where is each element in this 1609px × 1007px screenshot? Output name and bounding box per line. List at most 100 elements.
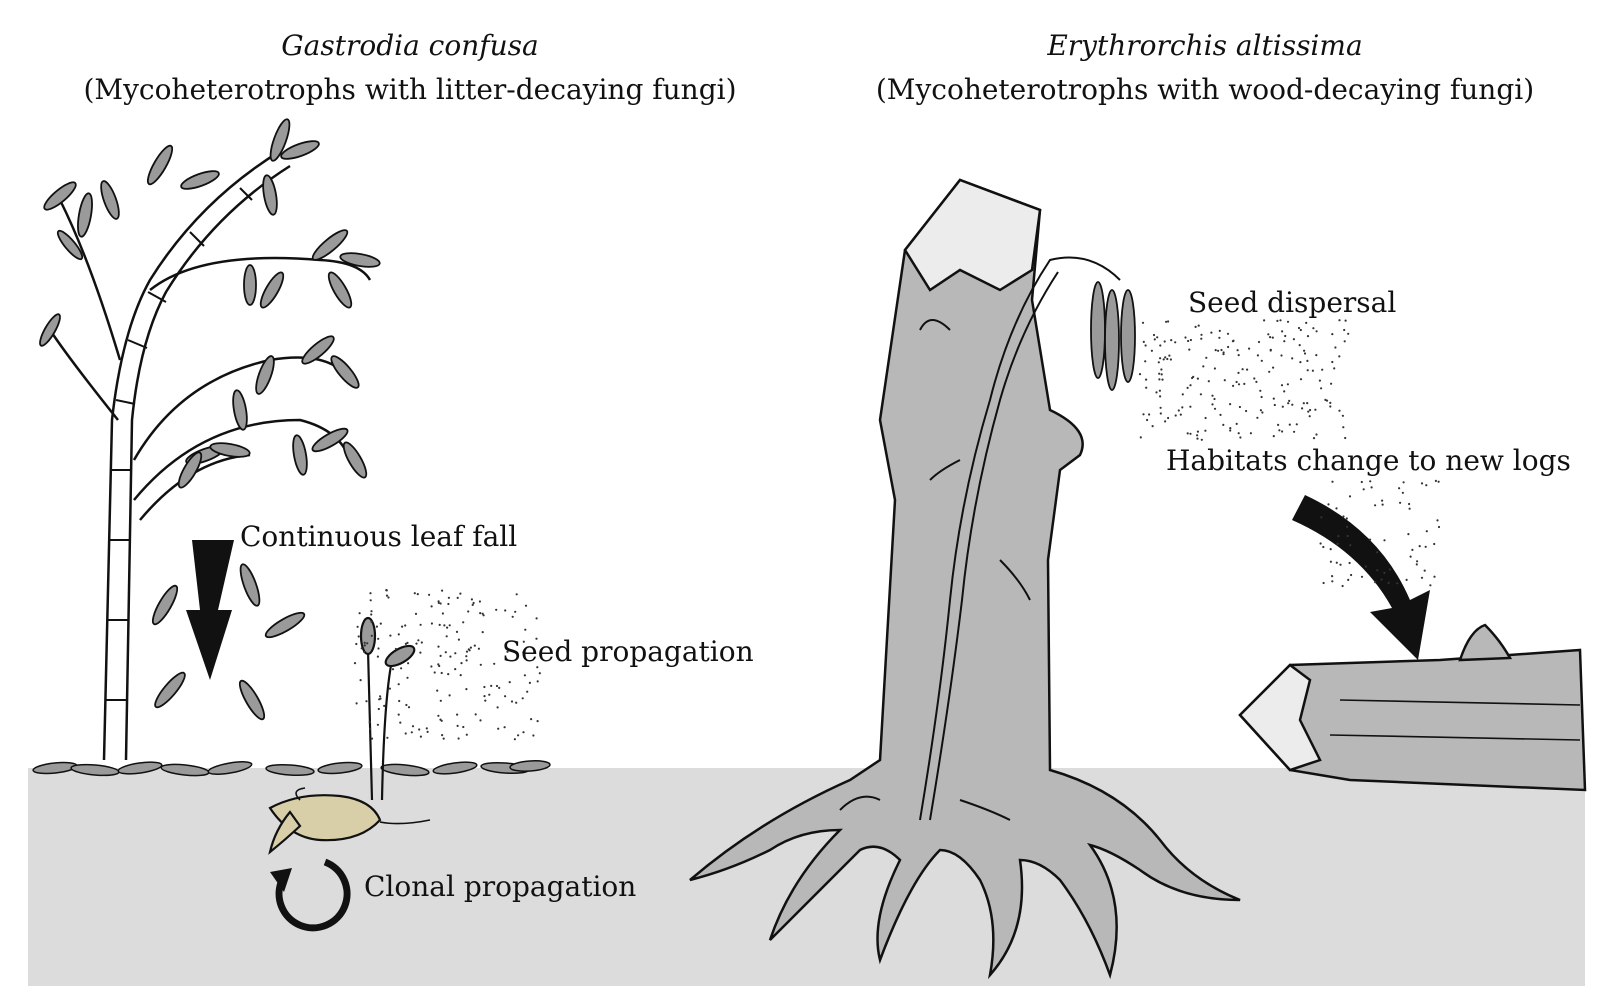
seed-dot xyxy=(1433,575,1436,578)
seed-dot xyxy=(517,734,520,737)
seed-dot xyxy=(1167,320,1170,323)
seed-dot xyxy=(404,642,407,646)
seed-dot xyxy=(1189,432,1192,435)
seed-dot xyxy=(370,634,373,637)
seed-dot xyxy=(535,617,538,620)
seed-dot xyxy=(428,593,431,596)
seed-dot xyxy=(415,642,418,645)
seed-dot xyxy=(445,635,448,638)
seed-dot xyxy=(404,732,407,735)
seed-dot xyxy=(1227,345,1230,349)
seed-dot xyxy=(1281,430,1284,433)
seed-dot xyxy=(379,695,382,698)
seed-dot xyxy=(438,623,441,627)
label-seed-dispersal: Seed dispersal xyxy=(1188,286,1397,319)
seed-dot xyxy=(457,737,460,740)
seed-dot xyxy=(459,674,462,677)
seed-dot xyxy=(1248,347,1251,350)
seed-dot xyxy=(1335,561,1338,564)
seed-dot xyxy=(1159,412,1162,415)
seed-dot xyxy=(1281,405,1284,408)
seed-dot xyxy=(418,728,421,731)
seed-dot xyxy=(1187,339,1190,343)
seed-dot xyxy=(514,610,517,613)
seed-dot xyxy=(1256,416,1259,419)
seed-dot xyxy=(1249,432,1252,435)
seed-dot xyxy=(417,639,420,642)
seed-dot xyxy=(1159,357,1162,360)
seed-dot xyxy=(536,680,539,683)
seed-dot xyxy=(506,650,509,653)
seed-dot xyxy=(1152,333,1156,337)
seed-dot xyxy=(1142,413,1145,416)
seed-dot xyxy=(1336,542,1339,546)
seed-dot xyxy=(456,724,459,728)
seed-dot xyxy=(1150,349,1153,352)
seed-dot xyxy=(1245,409,1248,413)
seed-dot xyxy=(1315,354,1318,357)
seed-dot xyxy=(437,645,440,648)
seed-dot xyxy=(1297,326,1301,330)
seed-dot xyxy=(1322,581,1325,585)
seed-dot xyxy=(1189,405,1192,408)
seed-dot xyxy=(1436,519,1439,522)
seed-dot xyxy=(1177,409,1180,412)
seed-dot xyxy=(430,605,433,608)
seed-dot xyxy=(1420,576,1424,579)
seed-dot xyxy=(1160,368,1163,371)
seed-dot xyxy=(416,593,419,596)
seed-dot xyxy=(419,651,422,654)
seed-dot xyxy=(1301,407,1304,410)
seed-dot xyxy=(1433,542,1436,546)
seed-dot xyxy=(1235,380,1238,384)
seed-dot xyxy=(1196,430,1199,433)
seed-dot xyxy=(1141,321,1145,324)
seed-dot xyxy=(1159,344,1162,347)
seed-dot xyxy=(515,701,518,704)
seed-dot xyxy=(375,625,378,628)
seed-dot xyxy=(355,642,358,646)
seed-dot xyxy=(1434,479,1437,482)
seed-dot xyxy=(511,615,514,618)
seed-dot xyxy=(1398,487,1401,490)
seed-dot xyxy=(1286,383,1289,386)
seed-dot xyxy=(522,731,525,734)
seed-dot xyxy=(1298,344,1301,347)
seed-dot xyxy=(508,681,511,684)
seed-dot xyxy=(1260,359,1263,362)
seed-dot xyxy=(1314,408,1317,411)
seed-dot xyxy=(420,641,423,644)
seed-dot xyxy=(355,702,358,705)
seed-dot xyxy=(1303,352,1307,355)
seed-dot xyxy=(465,733,468,736)
right-title: Erythrorchis altissima (Mycoheterotrophs… xyxy=(815,24,1595,112)
seed-dot xyxy=(1320,387,1323,390)
seed-dot xyxy=(1196,434,1199,437)
seed-dot xyxy=(1204,416,1207,420)
seed-dot xyxy=(1283,340,1286,343)
seed-dot xyxy=(1349,544,1352,547)
seed-dot xyxy=(1299,378,1303,381)
seed-dot xyxy=(474,713,477,716)
seed-dot xyxy=(1342,426,1345,429)
seed-dot xyxy=(504,695,507,698)
seed-dot xyxy=(419,735,422,738)
seed-dot xyxy=(495,684,499,688)
seed-dot xyxy=(1293,430,1296,433)
seed-dot xyxy=(1229,427,1232,430)
seed-dot xyxy=(1312,327,1315,330)
label-seed-propagation: Seed propagation xyxy=(502,635,754,668)
seed-dot xyxy=(1213,407,1217,410)
seed-dot xyxy=(1321,368,1324,371)
seed-dot xyxy=(523,674,527,677)
seed-dot xyxy=(1223,379,1226,382)
seed-dot xyxy=(454,652,457,655)
seed-dot xyxy=(360,647,363,650)
seed-dot xyxy=(363,644,366,647)
seed-dot xyxy=(457,638,460,641)
seed-dot xyxy=(1144,360,1147,363)
seed-dot xyxy=(532,734,535,737)
seed-dot xyxy=(1202,365,1205,368)
seed-dot xyxy=(1368,538,1372,541)
seed-dot xyxy=(401,625,404,628)
